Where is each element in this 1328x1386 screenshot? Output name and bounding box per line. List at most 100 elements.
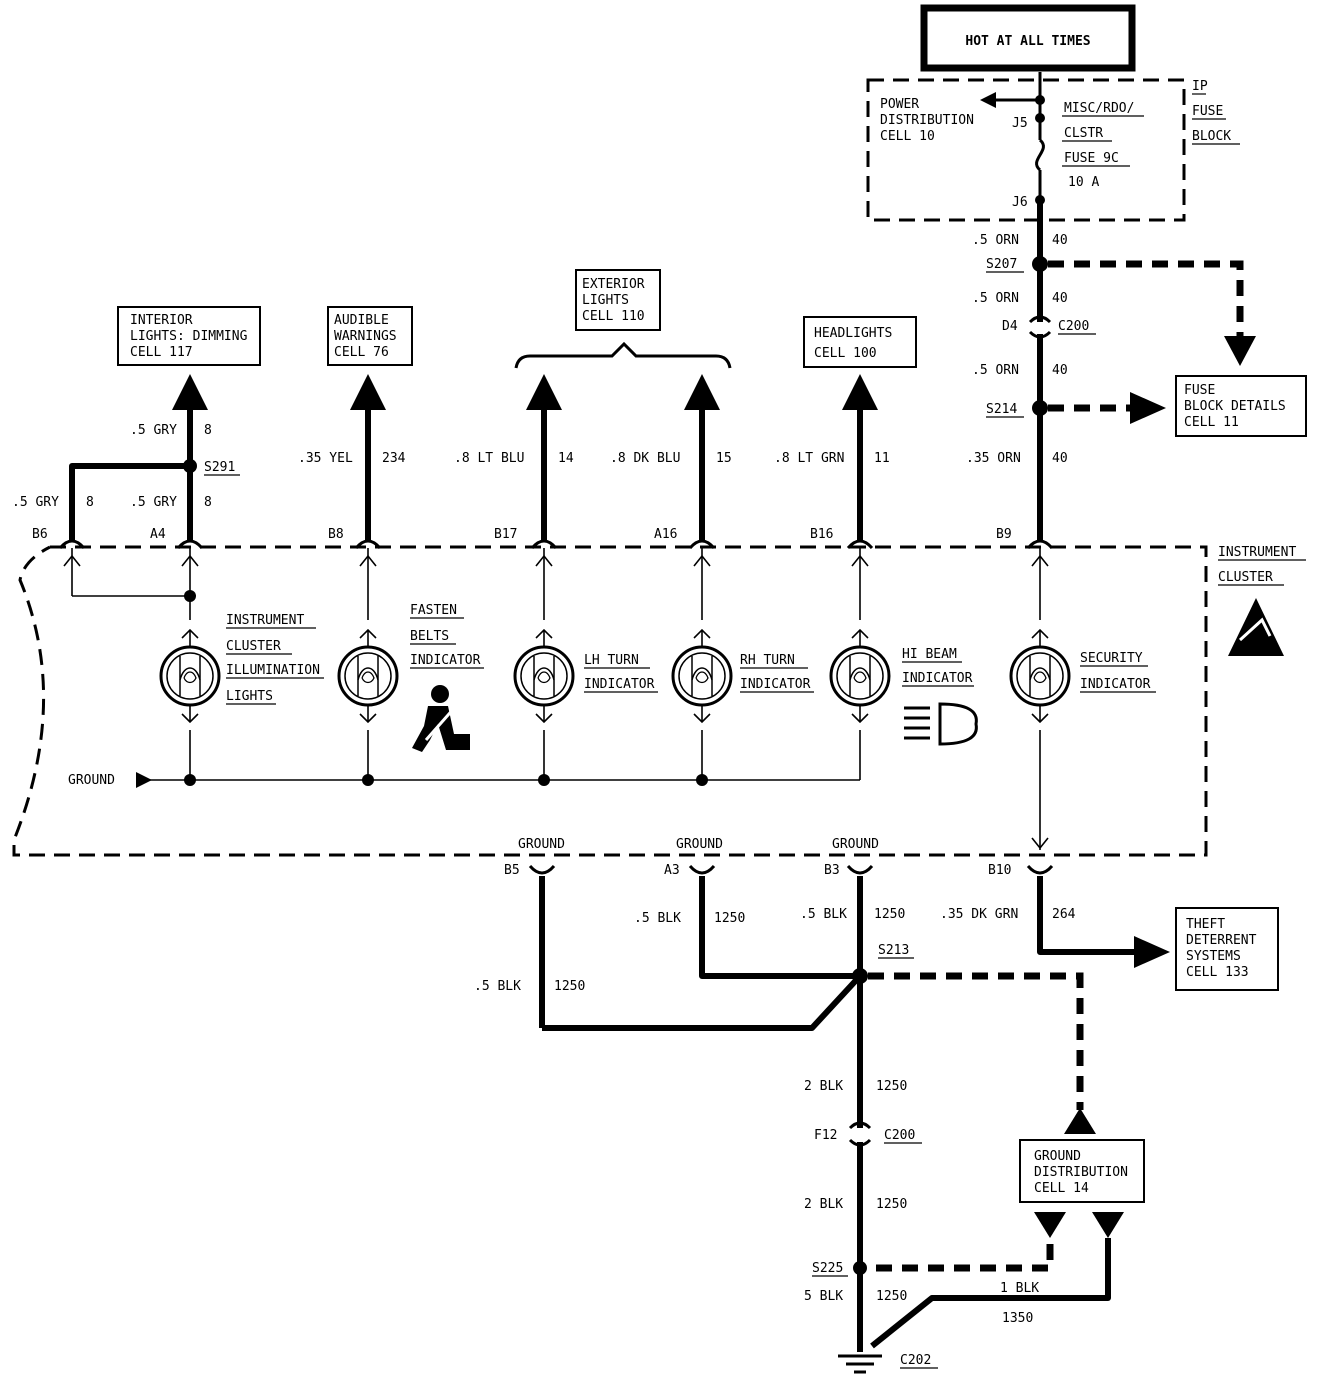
svg-text:1250: 1250 bbox=[876, 1289, 907, 1304]
svg-text:WARNINGS: WARNINGS bbox=[334, 329, 397, 344]
svg-text:.5 ORN: .5 ORN bbox=[972, 363, 1019, 378]
svg-text:.8 LT BLU: .8 LT BLU bbox=[454, 451, 524, 466]
ip-fuse-block-label: IP FUSE BLOCK bbox=[1192, 79, 1240, 145]
theft-deterrent-box: THEFT DETERRENT SYSTEMS CELL 133 bbox=[1175, 907, 1279, 991]
svg-text:CELL 10: CELL 10 bbox=[880, 129, 935, 144]
svg-text:.8 DK BLU: .8 DK BLU bbox=[610, 451, 680, 466]
svg-text:FUSE 9C: FUSE 9C bbox=[1064, 151, 1119, 166]
svg-text:B3: B3 bbox=[824, 863, 840, 878]
svg-text:.35 YEL: .35 YEL bbox=[298, 451, 353, 466]
exterior-lights-box: EXTERIOR LIGHTS CELL 110 bbox=[575, 269, 661, 331]
power-distribution-label: POWER DISTRIBUTION CELL 10 bbox=[880, 97, 974, 144]
svg-text:INDICATOR: INDICATOR bbox=[410, 653, 481, 668]
svg-text:LIGHTS: DIMMING: LIGHTS: DIMMING bbox=[130, 329, 248, 344]
svg-text:DISTRIBUTION: DISTRIBUTION bbox=[880, 113, 974, 128]
svg-text:GROUND: GROUND bbox=[676, 837, 723, 852]
svg-text:POWER: POWER bbox=[880, 97, 919, 112]
svg-text:A4: A4 bbox=[150, 527, 166, 542]
splice-s213 bbox=[852, 968, 868, 984]
svg-text:S207: S207 bbox=[986, 257, 1017, 272]
splice-s214 bbox=[1032, 400, 1048, 416]
hot-at-all-times-label: HOT AT ALL TIMES bbox=[965, 34, 1090, 49]
svg-text:B16: B16 bbox=[810, 527, 833, 542]
svg-text:.5 GRY: .5 GRY bbox=[130, 495, 177, 510]
splice-s291 bbox=[183, 459, 197, 473]
svg-text:A3: A3 bbox=[664, 863, 680, 878]
ltblu-arrow-icon bbox=[526, 374, 562, 410]
lamp-lh-turn-icon bbox=[513, 620, 575, 730]
svg-text:RH TURN: RH TURN bbox=[740, 653, 795, 668]
splice-s225 bbox=[853, 1261, 867, 1275]
j5-label: J5 bbox=[1012, 116, 1028, 131]
ground-dist-up-arrow-icon bbox=[1064, 1108, 1096, 1134]
cluster-ground-label: GROUND bbox=[68, 773, 115, 788]
svg-text:40: 40 bbox=[1052, 451, 1068, 466]
lamp-lh-turn-label: LH TURN INDICATOR bbox=[584, 653, 658, 693]
svg-text:GROUND: GROUND bbox=[1034, 1149, 1081, 1164]
svg-text:CELL 110: CELL 110 bbox=[582, 309, 645, 324]
svg-text:B8: B8 bbox=[328, 527, 344, 542]
svg-text:HI BEAM: HI BEAM bbox=[902, 647, 957, 662]
instrument-cluster-label: INSTRUMENT CLUSTER bbox=[1218, 545, 1306, 586]
svg-text:.5 BLK: .5 BLK bbox=[634, 911, 681, 926]
svg-text:HEADLIGHTS: HEADLIGHTS bbox=[814, 326, 892, 341]
svg-text:S225: S225 bbox=[812, 1261, 843, 1276]
chassis-ground-icon bbox=[838, 1354, 882, 1374]
lamp-rh-turn-label: RH TURN INDICATOR bbox=[740, 653, 814, 693]
lamp-hibeam-label: HI BEAM INDICATOR bbox=[902, 647, 974, 687]
ground-dist-down-arrow-left-icon bbox=[1034, 1212, 1066, 1238]
svg-text:BELTS: BELTS bbox=[410, 629, 449, 644]
svg-text:FUSE: FUSE bbox=[1192, 104, 1223, 119]
svg-text:BLOCK DETAILS: BLOCK DETAILS bbox=[1184, 399, 1286, 414]
svg-text:.5 ORN: .5 ORN bbox=[972, 291, 1019, 306]
svg-text:INSTRUMENT: INSTRUMENT bbox=[226, 613, 304, 628]
svg-text:INTERIOR: INTERIOR bbox=[130, 313, 193, 328]
svg-text:CELL 117: CELL 117 bbox=[130, 345, 193, 360]
svg-text:EXTERIOR: EXTERIOR bbox=[582, 277, 645, 292]
svg-text:A16: A16 bbox=[654, 527, 677, 542]
dkblu-arrow-icon bbox=[684, 374, 720, 410]
svg-text:.5 GRY: .5 GRY bbox=[130, 423, 177, 438]
svg-text:CLUSTER: CLUSTER bbox=[1218, 570, 1273, 585]
lamp-illumination-icon bbox=[159, 620, 221, 730]
headlights-arrow-icon bbox=[842, 374, 878, 410]
svg-text:MISC/RDO/: MISC/RDO/ bbox=[1064, 101, 1134, 116]
svg-text:INSTRUMENT: INSTRUMENT bbox=[1218, 545, 1296, 560]
svg-text:1250: 1250 bbox=[714, 911, 745, 926]
svg-text:2 BLK: 2 BLK bbox=[804, 1197, 843, 1212]
hot-at-all-times-box: HOT AT ALL TIMES bbox=[920, 4, 1136, 72]
svg-text:INDICATOR: INDICATOR bbox=[740, 677, 811, 692]
svg-text:LH TURN: LH TURN bbox=[584, 653, 639, 668]
svg-text:IP: IP bbox=[1192, 79, 1208, 94]
svg-text:1250: 1250 bbox=[554, 979, 585, 994]
fuse-text: MISC/RDO/ CLSTR FUSE 9C 10 A bbox=[1062, 101, 1144, 190]
instrument-cluster-outline bbox=[12, 545, 1208, 857]
exterior-brace bbox=[514, 341, 732, 369]
svg-text:CLSTR: CLSTR bbox=[1064, 126, 1103, 141]
lamp-fasten-belts-icon bbox=[337, 620, 399, 730]
svg-text:1250: 1250 bbox=[876, 1197, 907, 1212]
interior-arrow-icon bbox=[172, 374, 208, 410]
svg-text:5 BLK: 5 BLK bbox=[804, 1289, 843, 1304]
svg-text:AUDIBLE: AUDIBLE bbox=[334, 313, 389, 328]
splice-s207 bbox=[1032, 256, 1048, 272]
fuse-block-down-arrow-icon bbox=[1224, 336, 1256, 366]
fuse-block-details-box: FUSE BLOCK DETAILS CELL 11 bbox=[1175, 375, 1307, 437]
svg-text:INDICATOR: INDICATOR bbox=[1080, 677, 1151, 692]
svg-text:C200: C200 bbox=[884, 1128, 915, 1143]
svg-text:INDICATOR: INDICATOR bbox=[584, 677, 655, 692]
svg-text:1250: 1250 bbox=[876, 1079, 907, 1094]
top-pins: B6 A4 B8 B17 A16 B16 B9 bbox=[32, 527, 1054, 550]
j6-label: J6 bbox=[1012, 195, 1028, 210]
svg-text:.5 BLK: .5 BLK bbox=[800, 907, 847, 922]
svg-text:.35 ORN: .35 ORN bbox=[966, 451, 1021, 466]
svg-text:CLUSTER: CLUSTER bbox=[226, 639, 281, 654]
svg-text:S214: S214 bbox=[986, 402, 1017, 417]
theft-arrow-icon bbox=[1134, 936, 1170, 968]
svg-text:LIGHTS: LIGHTS bbox=[226, 689, 273, 704]
svg-text:8: 8 bbox=[204, 495, 212, 510]
esd-warning-icon bbox=[1228, 598, 1284, 656]
lamp-illumination-label: INSTRUMENT CLUSTER ILLUMINATION LIGHTS bbox=[226, 613, 324, 705]
svg-text:40: 40 bbox=[1052, 291, 1068, 306]
